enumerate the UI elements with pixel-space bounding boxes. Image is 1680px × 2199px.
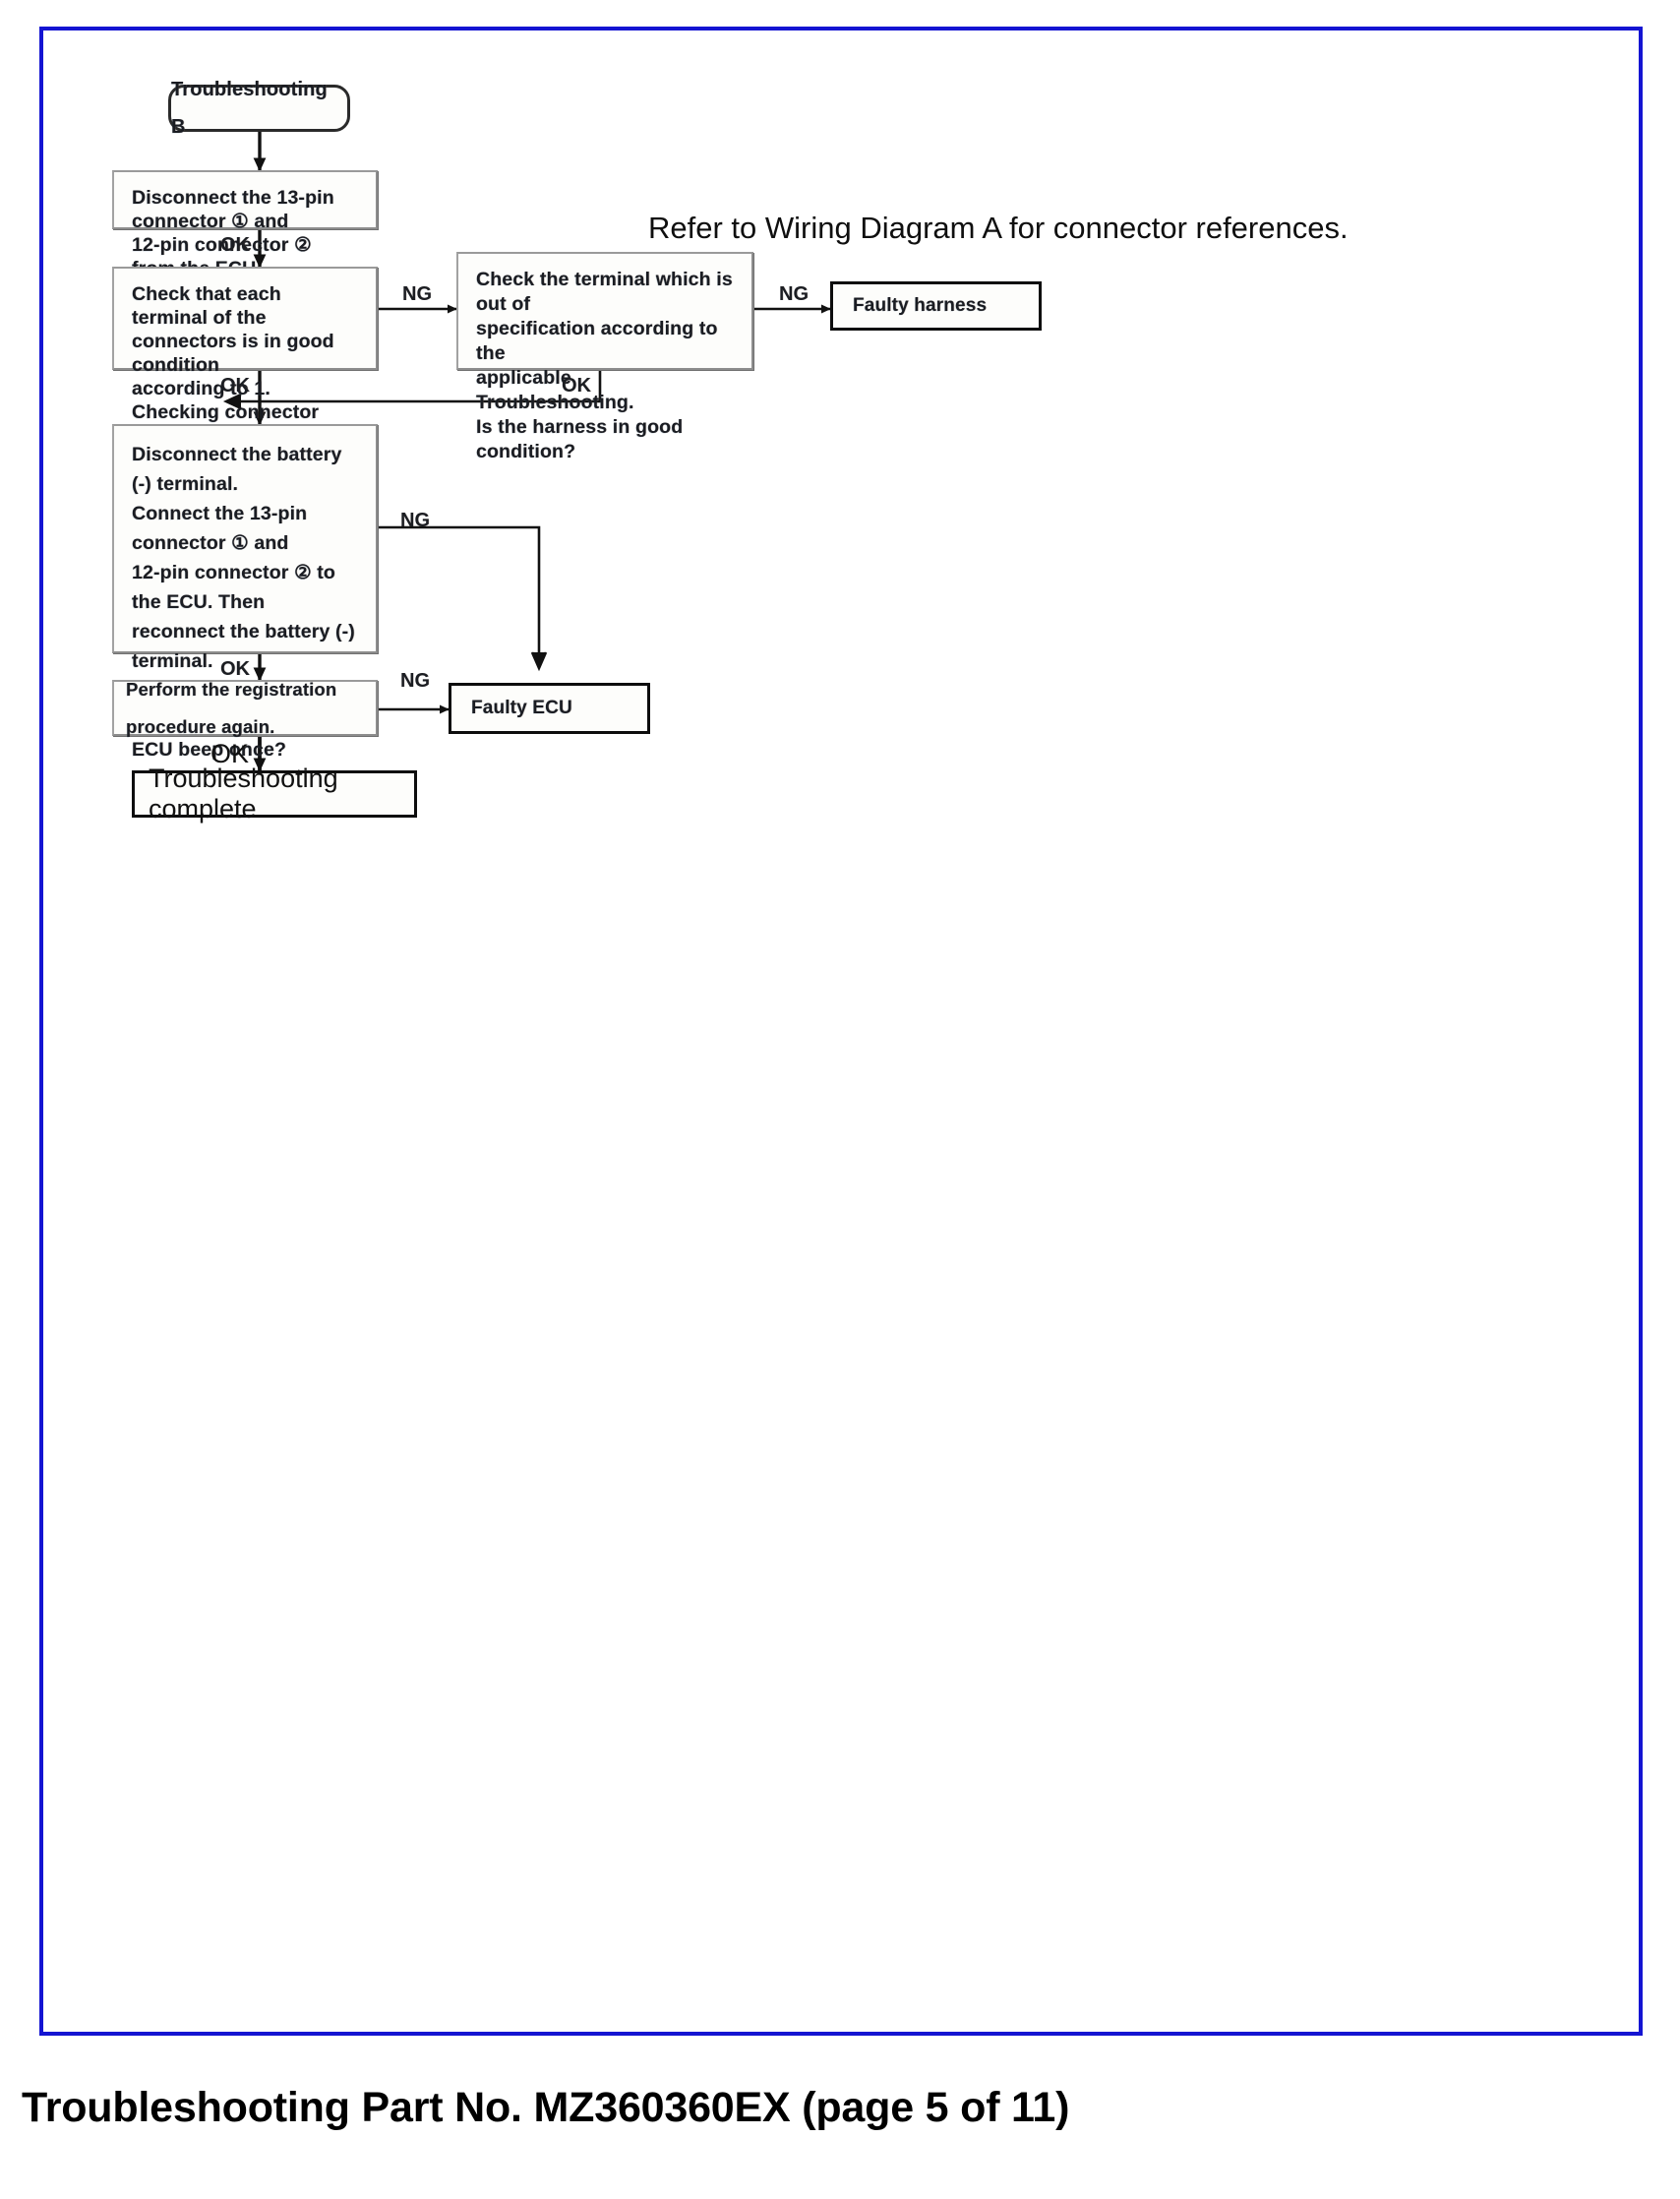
node-troubleshooting-complete[interactable]: Troubleshooting complete xyxy=(132,764,417,824)
node-registration-procedure-label: Perform the registration procedure again… xyxy=(126,678,337,737)
node-battery-buzzer-check-line-1: Disconnect the battery (-) terminal. xyxy=(132,444,342,495)
node-battery-buzzer-check-line-6: ECU beep once? xyxy=(132,739,287,761)
node-troubleshooting-complete-label: Troubleshooting complete xyxy=(149,764,338,824)
node-battery-buzzer-check-line-4: reconnect the battery (-) terminal. xyxy=(132,621,355,672)
wiring-diagram-note: Refer to Wiring Diagram A for connector … xyxy=(648,211,1349,245)
page-border-frame: Troubleshooting B Disconnect the 13-pin … xyxy=(39,27,1643,2036)
footer-caption: Troubleshooting Part No. MZ360360EX (pag… xyxy=(22,2084,1070,2131)
node-check-out-of-specification-line-4: Is the harness in good condition? xyxy=(476,416,684,462)
node-faulty-harness-label: Faulty harness xyxy=(853,295,988,316)
edge-label-ok-after-disconnect: OK xyxy=(220,234,250,256)
node-check-out-of-specification[interactable]: Check the terminal which is out of speci… xyxy=(456,252,753,462)
node-faulty-harness[interactable]: Faulty harness xyxy=(830,281,1042,331)
node-disconnect-connectors[interactable]: Disconnect the 13-pin connector ① and 12… xyxy=(112,170,378,279)
troubleshooting-flowchart: Troubleshooting B Disconnect the 13-pin … xyxy=(43,31,1647,2040)
node-check-out-of-specification-line-2: specification according to the xyxy=(476,318,718,364)
edge-label-ng-registration: NG xyxy=(400,670,430,692)
node-registration-procedure[interactable]: Perform the registration procedure again… xyxy=(112,679,378,737)
node-faulty-ecu[interactable]: Faulty ECU xyxy=(449,683,650,734)
node-start-troubleshooting-b[interactable]: Troubleshooting B xyxy=(168,79,350,138)
edge-label-ok-check-terminals: OK xyxy=(220,375,250,397)
edge-label-ok-registration: OK xyxy=(210,739,250,768)
edge-label-ok-out-of-spec: OK xyxy=(562,375,591,397)
node-start-label: Troubleshooting B xyxy=(171,79,328,138)
node-check-terminals-line-3: according to 1. Checking connector xyxy=(132,378,320,423)
node-check-terminals-line-1: Check that each terminal of the xyxy=(132,283,281,329)
edge-label-ok-buzzer: OK xyxy=(220,658,250,680)
node-battery-buzzer-check-line-2: Connect the 13-pin connector ① and xyxy=(132,503,308,554)
node-check-out-of-specification-line-1: Check the terminal which is out of xyxy=(476,269,733,315)
node-battery-buzzer-check-line-3: 12-pin connector ② to the ECU. Then xyxy=(132,562,335,613)
node-faulty-ecu-label: Faulty ECU xyxy=(471,698,572,718)
node-check-terminals-line-2: connectors is in good condition xyxy=(132,331,334,376)
edge-label-ng-out-of-spec: NG xyxy=(779,283,809,305)
node-battery-buzzer-check[interactable]: Disconnect the battery (-) terminal. Con… xyxy=(112,424,378,761)
edge-label-ng-check-terminals: NG xyxy=(402,283,432,305)
node-check-out-of-specification-line-3: applicable Troubleshooting. xyxy=(476,367,634,413)
node-check-terminals[interactable]: Check that each terminal of the connecto… xyxy=(112,267,378,470)
edge-label-ng-buzzer: NG xyxy=(400,510,430,531)
node-disconnect-connectors-line-1: Disconnect the 13-pin connector ① and xyxy=(132,187,334,232)
